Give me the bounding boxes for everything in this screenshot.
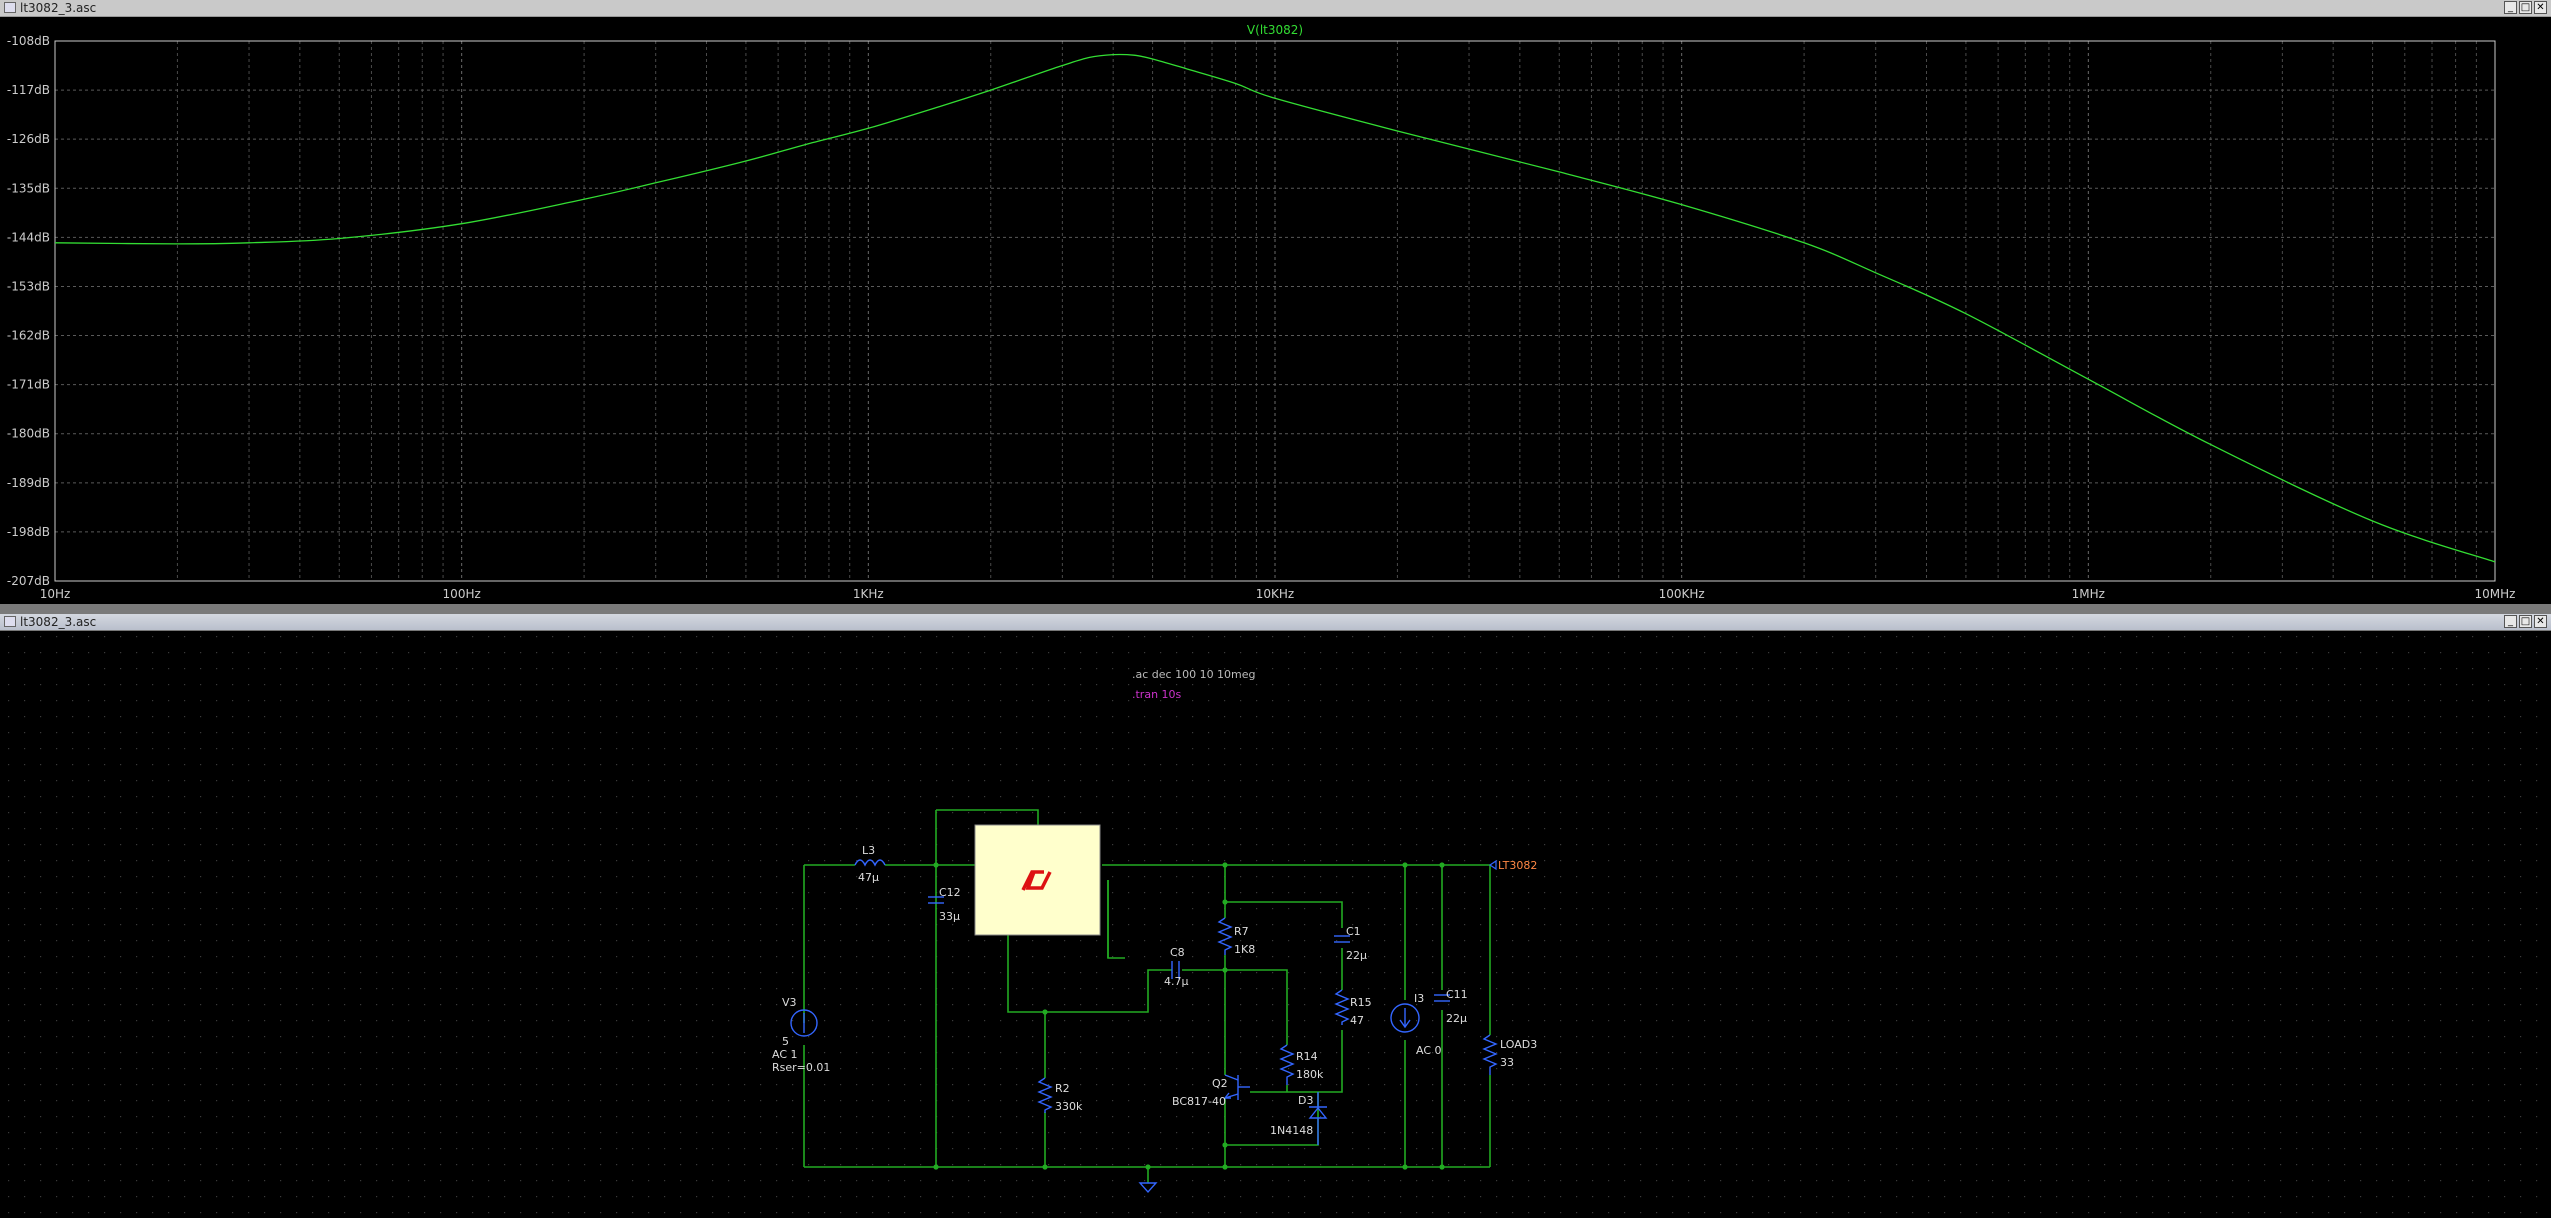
v3-rser: Rser=0.01	[772, 1061, 830, 1074]
q2-value: BC817-40	[1172, 1095, 1226, 1108]
c8-name: C8	[1170, 946, 1185, 959]
transistor-q2[interactable]	[1223, 1074, 1250, 1100]
y-tick-label: -135dB	[7, 181, 50, 195]
y-tick-label: -189dB	[7, 476, 50, 490]
window-icon	[4, 2, 16, 13]
schematic-editor-titlebar[interactable]: lt3082_3.asc _ □ ✕	[0, 614, 2551, 631]
linear-technology-logo-icon	[1021, 870, 1052, 891]
ac-directive[interactable]: .ac dec 100 10 10meg	[1132, 668, 1256, 681]
tran-directive[interactable]: .tran 10s	[1132, 688, 1182, 701]
x-tick-label: 10KHz	[1256, 587, 1294, 601]
resistor-r2[interactable]	[1037, 1077, 1053, 1113]
waveform-viewer-titlebar[interactable]: lt3082_3.asc _ □ ✕	[0, 0, 2551, 17]
x-tick-label: 1MHz	[2072, 587, 2105, 601]
inductor-l3[interactable]	[854, 859, 886, 867]
minimize-button[interactable]: _	[2504, 615, 2517, 628]
x-tick-label: 10MHz	[2475, 587, 2516, 601]
c11-value: 22µ	[1446, 1012, 1467, 1025]
resistor-r7[interactable]	[1217, 917, 1233, 955]
r15-name: R15	[1350, 996, 1372, 1009]
y-tick-label: -207dB	[7, 574, 50, 588]
load3-name: LOAD3	[1500, 1038, 1537, 1051]
plot-grid	[54, 40, 2496, 582]
y-tick-label: -126dB	[7, 132, 50, 146]
x-tick-label: 100Hz	[443, 587, 481, 601]
window-splitter[interactable]	[0, 604, 2551, 614]
d3-name: D3	[1298, 1094, 1313, 1107]
v3-ac: AC 1	[772, 1048, 798, 1061]
current-source-i3[interactable]	[1390, 1003, 1420, 1033]
i3-value: AC 0	[1416, 1044, 1442, 1057]
c12-name: C12	[939, 886, 961, 899]
schematic-grid	[0, 630, 2551, 1218]
schematic-editor-window: lt3082_3.asc _ □ ✕ .ac dec 100 10 10meg …	[0, 614, 2551, 1218]
r7-value: 1K8	[1234, 943, 1255, 956]
window-icon	[4, 616, 16, 627]
maximize-button[interactable]: □	[2519, 615, 2532, 628]
maximize-button[interactable]: □	[2519, 1, 2532, 14]
y-tick-label: -153dB	[7, 279, 50, 293]
y-tick-label: -162dB	[7, 329, 50, 343]
resistor-load3[interactable]	[1482, 1034, 1498, 1075]
capacitor-c11[interactable]	[1434, 994, 1450, 1002]
trace-label-v-lt3082[interactable]: V(lt3082)	[1247, 23, 1303, 37]
x-tick-label: 1KHz	[853, 587, 884, 601]
r2-name: R2	[1055, 1082, 1070, 1095]
schematic-canvas[interactable]: .ac dec 100 10 10meg .tran 10s	[0, 630, 2551, 1218]
ground-icon[interactable]	[1138, 1182, 1158, 1194]
y-tick-label: -117dB	[7, 83, 50, 97]
y-tick-label: -180dB	[7, 427, 50, 441]
y-tick-label: -144dB	[7, 230, 50, 244]
bode-plot[interactable]: V(lt3082) -108dB -117dB -126dB -135dB -144dB…	[0, 16, 2551, 604]
waveform-viewer-title: lt3082_3.asc	[20, 1, 97, 15]
r2-value: 330k	[1055, 1100, 1083, 1113]
minimize-button[interactable]: _	[2504, 1, 2517, 14]
q2-name: Q2	[1212, 1077, 1228, 1090]
close-button[interactable]: ✕	[2534, 1, 2547, 14]
net-label-lt3082[interactable]: LT3082	[1498, 859, 1537, 872]
v3-value: 5	[782, 1035, 789, 1048]
c1-value: 22µ	[1346, 949, 1367, 962]
l3-name: L3	[862, 844, 875, 857]
l3-value: 47µ	[858, 871, 879, 884]
x-tick-label: 10Hz	[40, 587, 71, 601]
trace-line-v-lt3082[interactable]	[54, 53, 2496, 563]
v3-name: V3	[782, 996, 797, 1009]
resistor-r15[interactable]	[1334, 989, 1350, 1025]
c8-value: 4.7µ	[1164, 975, 1189, 988]
x-tick-label: 100KHz	[1659, 587, 1705, 601]
diode-d3[interactable]	[1308, 1092, 1328, 1145]
y-tick-label: -198dB	[7, 525, 50, 539]
c1-name: C1	[1346, 925, 1361, 938]
capacitor-c12[interactable]	[928, 896, 944, 904]
lt3082-regulator-ic[interactable]	[974, 824, 1101, 936]
resistor-r14[interactable]	[1279, 1044, 1295, 1085]
c12-value: 33µ	[939, 910, 960, 923]
r15-value: 47	[1350, 1014, 1364, 1027]
i3-name: I3	[1414, 992, 1424, 1005]
r14-name: R14	[1296, 1050, 1318, 1063]
x-axis-ticks: 10Hz 100Hz 1KHz 10KHz 100KHz 1MHz 10MHz	[40, 587, 2516, 601]
y-axis-ticks: -108dB -117dB -126dB -135dB -144dB -153dB -162…	[7, 34, 50, 588]
r7-name: R7	[1234, 925, 1249, 938]
voltage-source-v3[interactable]	[790, 1009, 818, 1037]
plot-frame	[54, 40, 2496, 582]
wire-junctions	[933, 862, 1445, 1170]
load3-value: 33	[1500, 1056, 1514, 1069]
capacitor-c1[interactable]	[1334, 935, 1350, 943]
net-flag[interactable]	[1488, 859, 1497, 871]
c11-name: C11	[1446, 988, 1468, 1001]
r14-value: 180k	[1296, 1068, 1324, 1081]
y-tick-label: -108dB	[7, 34, 50, 48]
d3-value: 1N4148	[1270, 1124, 1313, 1137]
y-tick-label: -171dB	[7, 378, 50, 392]
capacitor-c8[interactable]	[1171, 961, 1180, 979]
close-button[interactable]: ✕	[2534, 615, 2547, 628]
waveform-viewer-window: lt3082_3.asc _ □ ✕ V(lt3082) -108dB -117d…	[0, 0, 2551, 604]
schematic-editor-title: lt3082_3.asc	[20, 615, 97, 629]
